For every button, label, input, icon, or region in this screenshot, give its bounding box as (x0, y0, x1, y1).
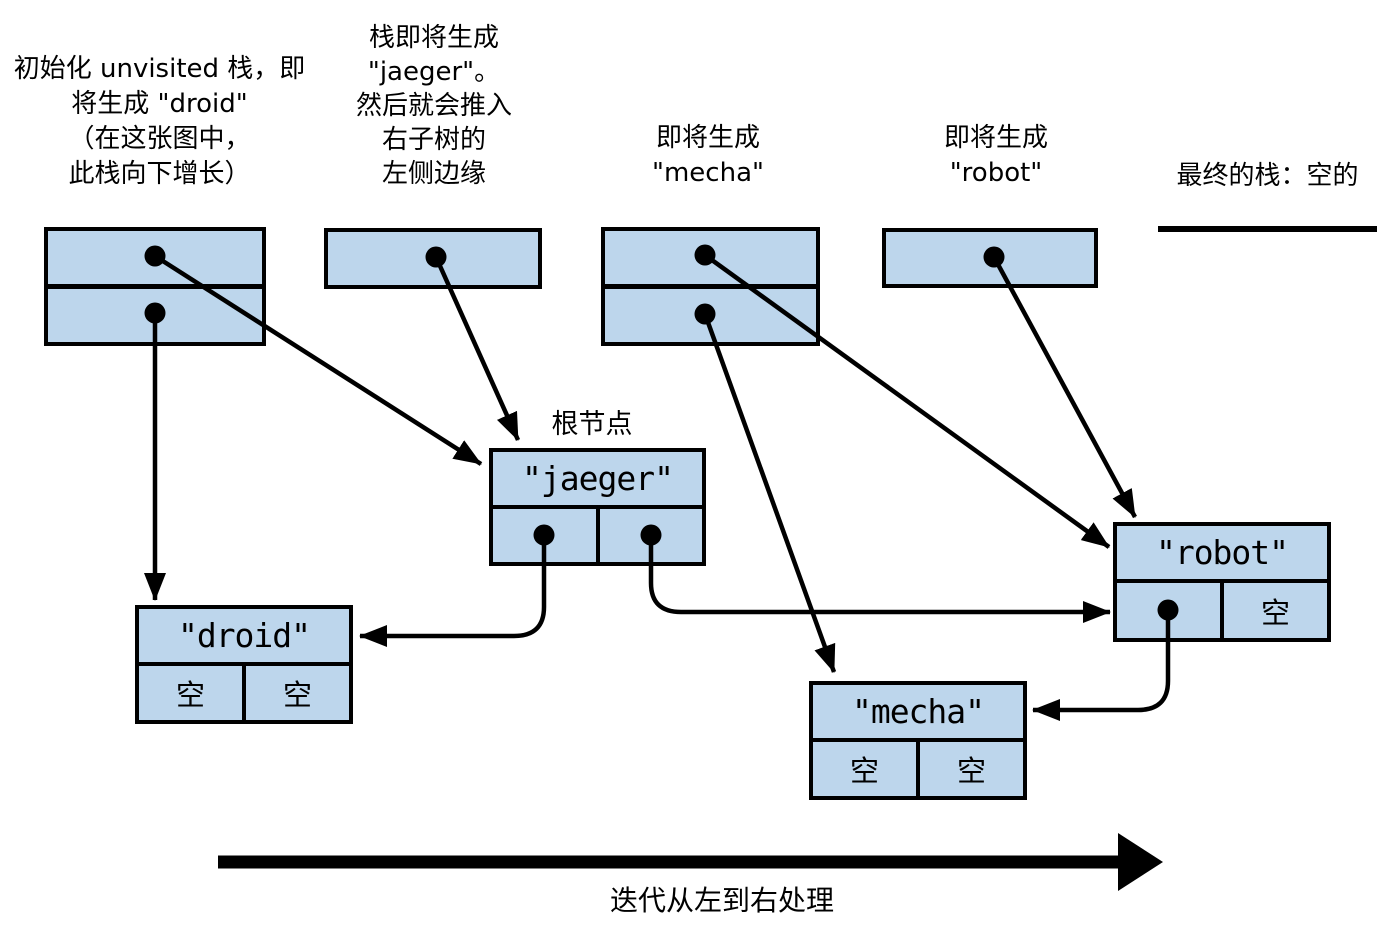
final-stack-empty-line (1158, 226, 1377, 232)
caption-line: 初始化 unvisited 栈，即 (13, 54, 306, 84)
caption-line: 即将生成 (943, 123, 1048, 153)
caption-line: （在这张图中， (68, 124, 251, 154)
node-mecha-left-pointer-cell: 空 (849, 754, 879, 788)
caption-line: "mecha" (652, 158, 764, 188)
caption-line: 然后就会推入 (355, 91, 512, 121)
bottom-arrow-label: 迭代从左到右处理 (609, 884, 834, 917)
node-robot-right-pointer-cell: 空 (1220, 583, 1327, 638)
stack-jaeger (324, 228, 542, 289)
node-mecha: "mecha" 空 空 (809, 681, 1027, 800)
node-droid-right-pointer-cell: 空 (242, 666, 349, 720)
node-mecha-title: "mecha" (851, 692, 985, 731)
stack-mecha-top-cell (605, 231, 816, 284)
caption-line: 此栈向下增长） (68, 159, 251, 189)
node-droid: "droid" 空 空 (135, 605, 353, 724)
stack-robot-cell (886, 232, 1094, 284)
caption-line: 将生成 "droid" (71, 89, 248, 119)
caption-line: "jaeger"。 (367, 57, 501, 87)
caption-line: 栈即将生成 (368, 23, 499, 53)
stack-droid (44, 227, 266, 346)
caption-stack3: 即将生成 "mecha" (598, 121, 818, 191)
stack-jaeger-cell (328, 232, 538, 285)
node-robot-title: "robot" (1155, 533, 1289, 572)
caption-line: 左侧边缘 (381, 159, 486, 189)
caption-stack1: 初始化 unvisited 栈，即 将生成 "droid" （在这张图中， 此栈… (2, 52, 317, 192)
node-jaeger: "jaeger" (489, 448, 706, 566)
node-droid-left-pointer-cell: 空 (175, 678, 205, 712)
node-jaeger-title: "jaeger" (522, 459, 674, 498)
caption-line: "robot" (949, 158, 1043, 188)
node-droid-title: "droid" (177, 616, 311, 655)
node-droid-pointers: 空 空 (139, 662, 349, 720)
stack-droid-top-cell (48, 231, 262, 284)
node-jaeger-left-pointer-cell (493, 509, 596, 562)
arrow-stack4-to-robot (992, 255, 1137, 519)
node-jaeger-pointers (493, 505, 702, 562)
stack-mecha-bottom-cell (605, 284, 816, 342)
node-robot: "robot" 空 (1113, 522, 1331, 642)
node-robot-left-pointer-cell (1117, 583, 1220, 638)
arrow-stack3-bottom-to-mecha (702, 313, 837, 673)
caption-line: 即将生成 (655, 123, 760, 153)
node-mecha-pointers: 空 空 (813, 738, 1023, 796)
stack-mecha (601, 227, 820, 346)
bottom-timeline-arrowhead (1118, 833, 1163, 891)
node-jaeger-right-pointer-cell (595, 509, 703, 562)
caption-line: 右子树的 (381, 125, 486, 155)
stack-robot (882, 228, 1098, 288)
root-node-label: 根节点 (551, 409, 633, 440)
caption-stack2: 栈即将生成 "jaeger"。 然后就会推入 右子树的 左侧边缘 (318, 21, 550, 191)
caption-stack4: 即将生成 "robot" (886, 121, 1106, 191)
node-robot-pointers: 空 (1117, 579, 1327, 638)
node-mecha-right-pointer-cell: 空 (916, 742, 1023, 796)
stack-droid-bottom-cell (48, 284, 262, 342)
arrow-jaeger-right-to-robot (648, 545, 1111, 623)
caption-final-stack: 最终的栈：空的 (1176, 161, 1359, 191)
